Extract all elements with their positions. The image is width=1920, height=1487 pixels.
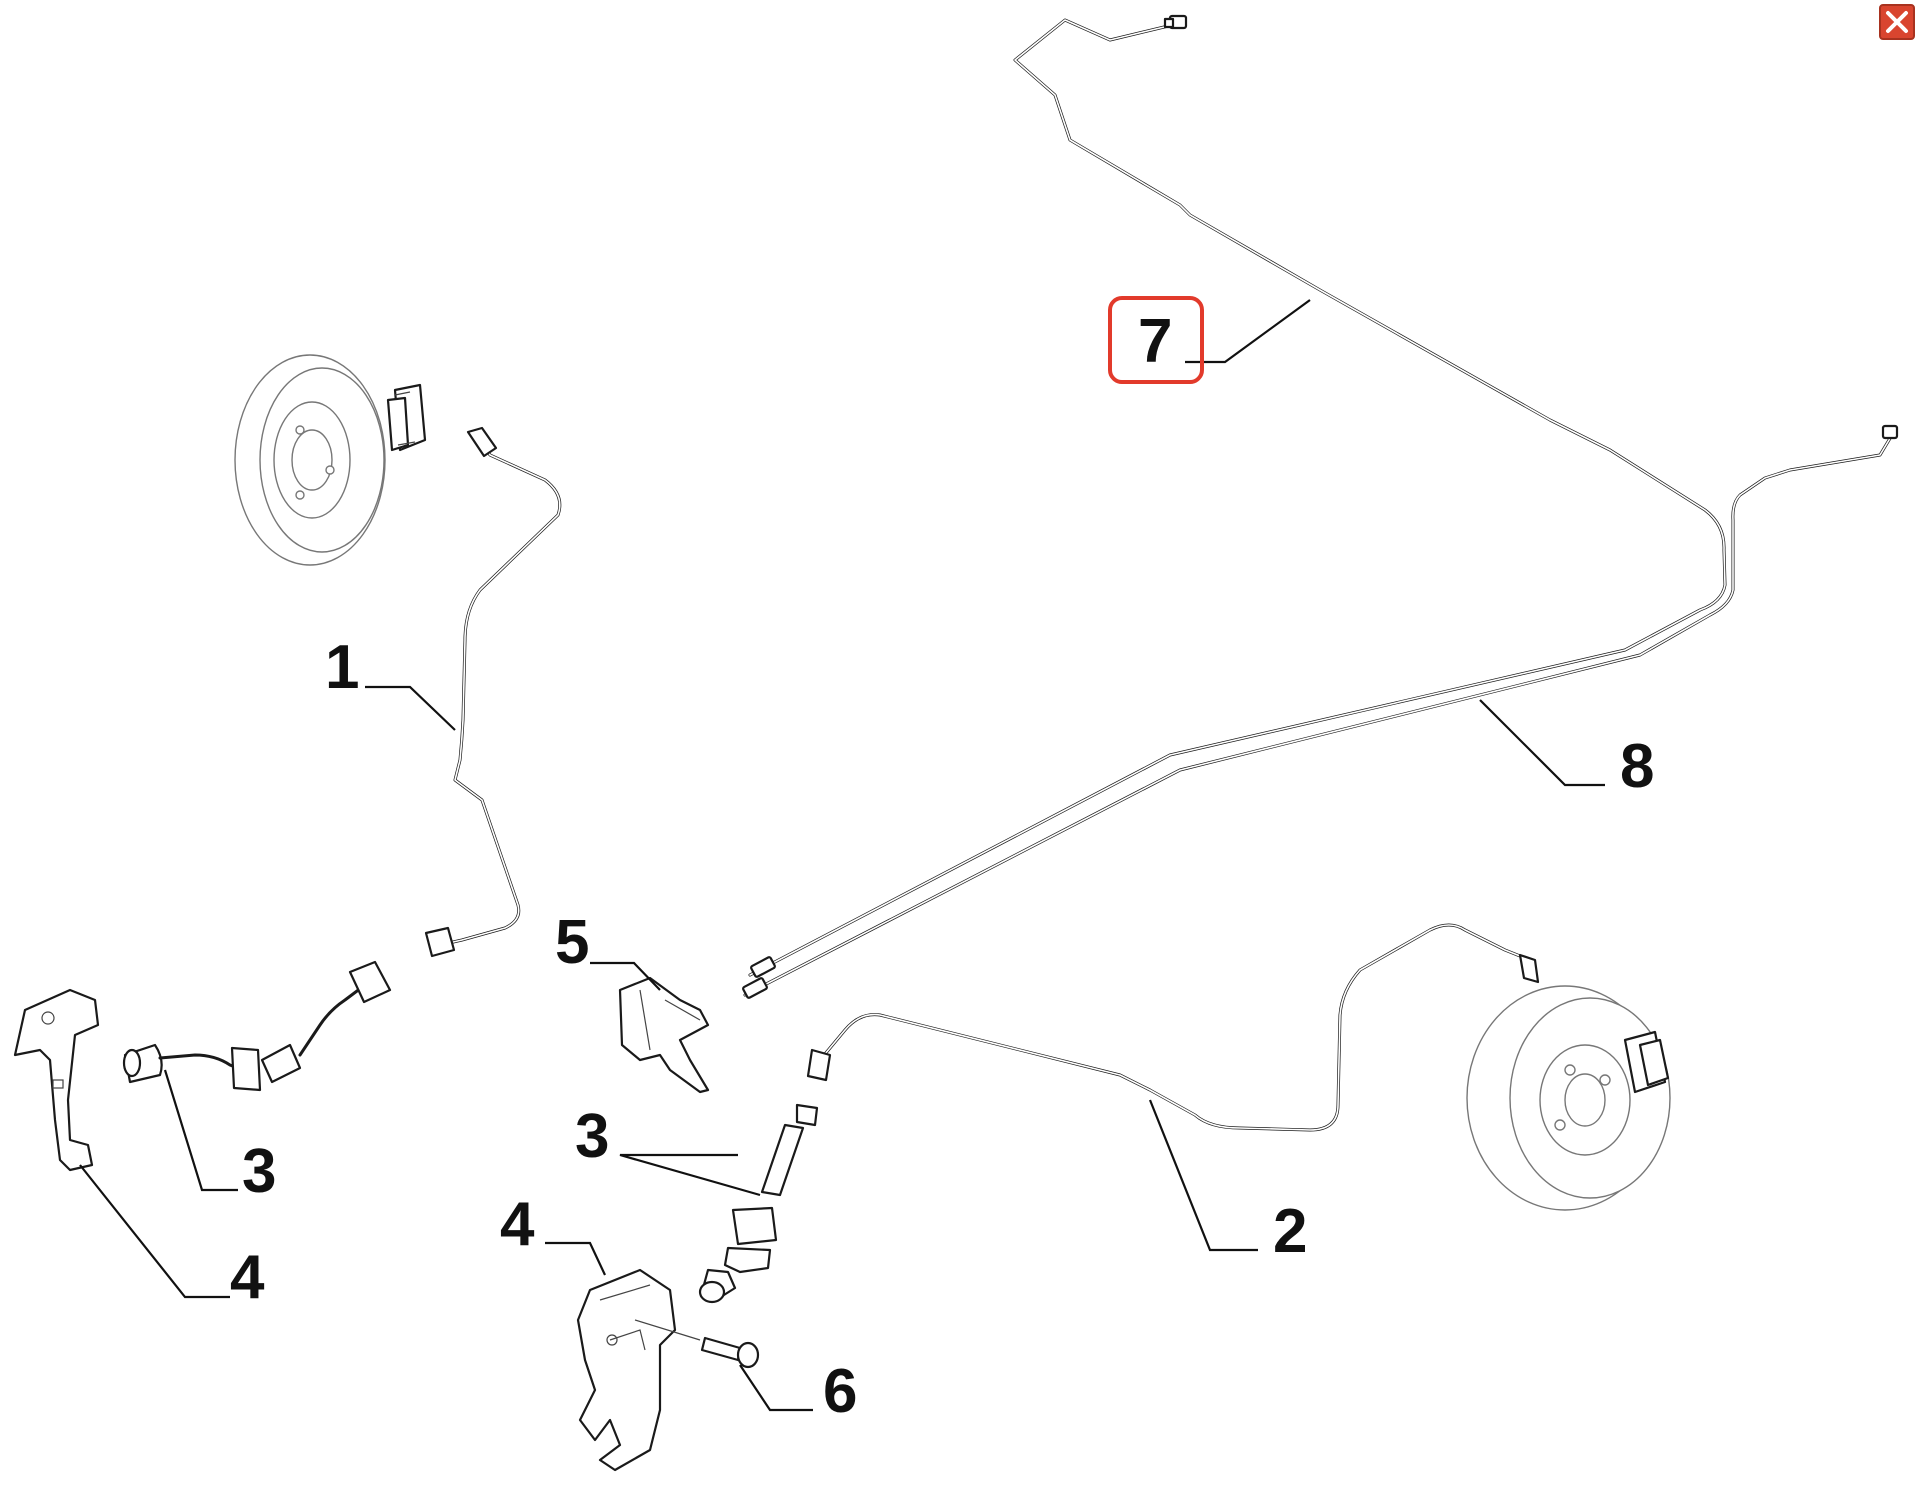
left-brake-disc	[234, 354, 427, 566]
callout-4-left[interactable]: 4	[230, 1243, 265, 1312]
flexible-hose-center	[698, 1103, 819, 1304]
brake-pipe-7	[748, 14, 1727, 978]
callout-6[interactable]: 6	[823, 1357, 857, 1426]
flexible-hose-left	[122, 960, 392, 1092]
callout-7-highlight	[1108, 296, 1204, 384]
brake-pipe-8	[742, 424, 1899, 999]
callout-5[interactable]: 5	[555, 908, 589, 977]
callouts: 1 2 3 3 4 4 5 6 7 8	[230, 307, 1654, 1426]
bracket-5	[618, 976, 710, 1094]
bracket-left	[13, 988, 100, 1172]
leader-lines	[79, 299, 1605, 1412]
callout-2[interactable]: 2	[1273, 1197, 1307, 1266]
callout-4-center[interactable]: 4	[500, 1190, 535, 1259]
callout-3-left[interactable]: 3	[242, 1137, 276, 1206]
callout-1[interactable]: 1	[325, 633, 359, 702]
bolt-6	[634, 1319, 760, 1369]
callout-3-center[interactable]: 3	[575, 1102, 609, 1171]
brake-pipe-2	[806, 923, 1540, 1132]
brake-pipe-1	[424, 426, 562, 958]
close-icon	[1879, 4, 1915, 40]
close-button[interactable]	[1879, 4, 1915, 40]
right-brake-disc	[1466, 985, 1671, 1211]
callout-8[interactable]: 8	[1620, 732, 1654, 801]
bracket-center	[576, 1268, 677, 1472]
callout-7[interactable]: 7	[1138, 307, 1172, 376]
